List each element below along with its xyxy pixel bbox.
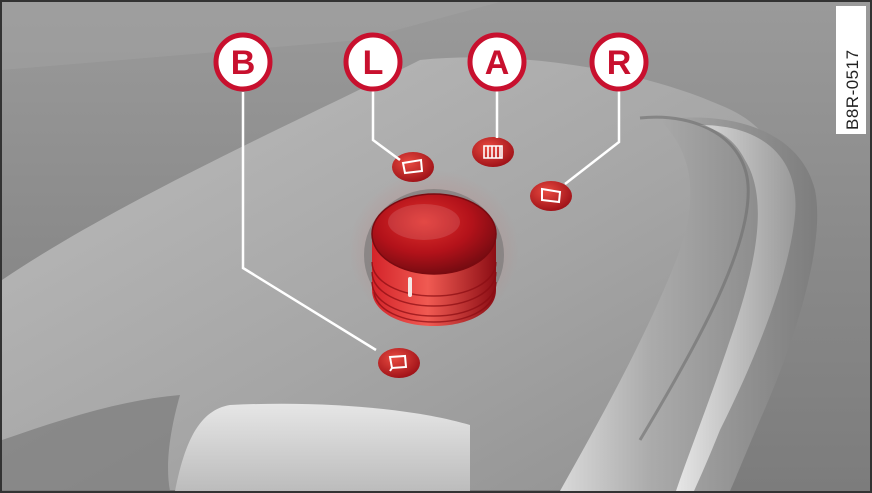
figure-reference-code: B8R-0517 [843,49,862,130]
knob-position-marker [408,277,412,297]
mirror-adjust-knob[interactable] [372,194,496,326]
callout-a: A [470,35,524,89]
lower-trim [175,404,470,491]
mirror-fold-button[interactable] [378,348,420,378]
callout-a-label: A [485,44,510,82]
callout-l-label: L [363,44,384,82]
mirror-right-button[interactable] [530,181,572,211]
callout-r-label: R [607,44,632,82]
callout-b: B [216,35,270,89]
mirror-left-button[interactable] [392,152,434,182]
mirror-heating-button[interactable] [472,137,514,167]
callout-l: L [346,35,400,89]
callout-b-label: B [231,44,256,82]
callout-r: R [592,35,646,89]
